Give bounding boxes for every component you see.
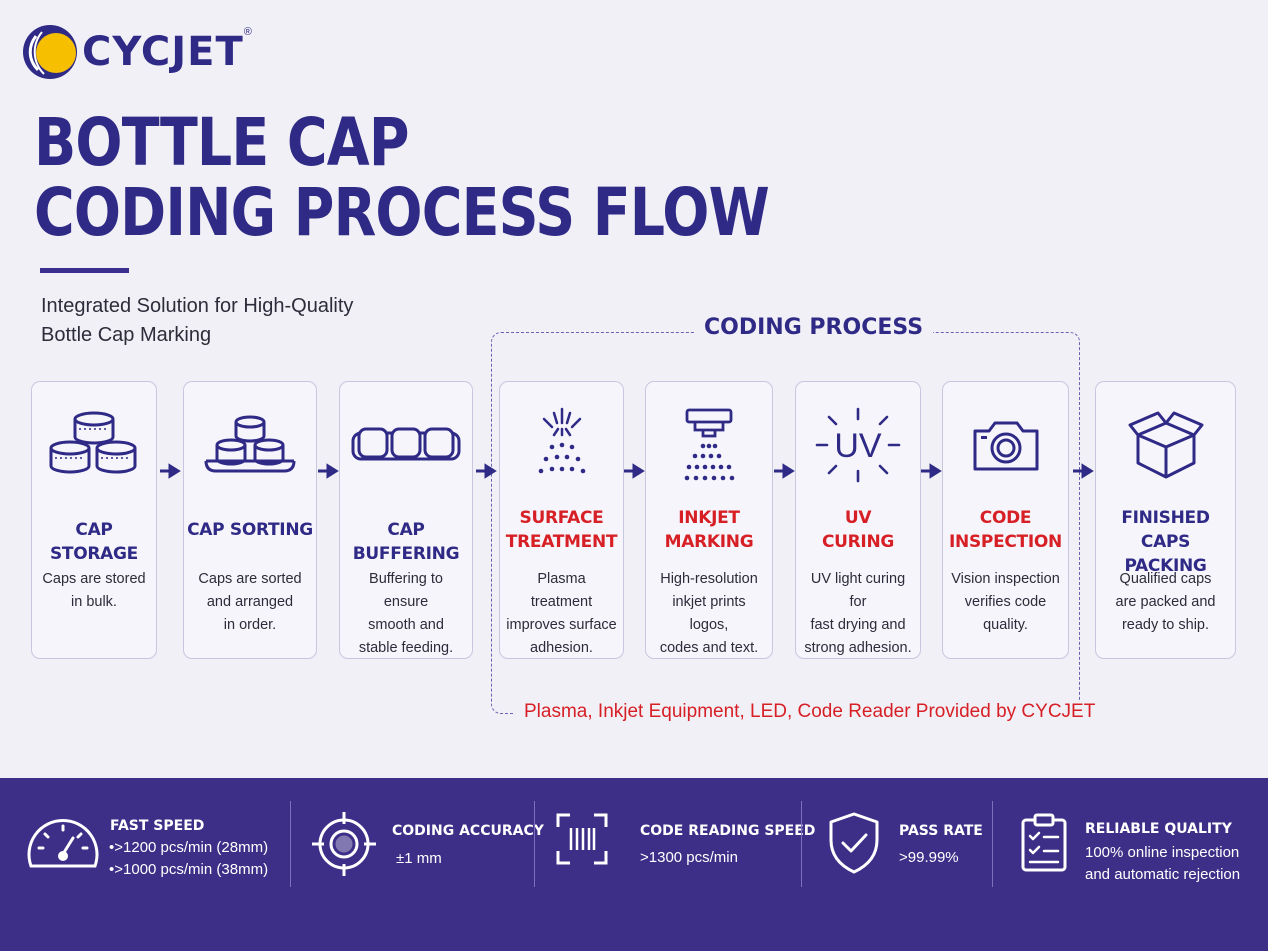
svg-text:UV: UV [834,427,882,465]
stat-divider [992,801,993,887]
barcode-scan-icon [556,813,608,865]
title-underline [40,268,129,273]
stat-title: PASS RATE [899,823,983,839]
stat-title: RELIABLE QUALITY [1085,821,1232,837]
camera-icon [943,404,1068,486]
cycjet-logo-mark-icon [23,25,77,79]
subtitle-line-1: Integrated Solution for High-Quality [41,295,354,317]
stacked-caps-icon [32,404,156,486]
subtitle-line-2: Bottle Cap Marking [41,324,212,346]
step-label: CAP BUFFERING [352,520,460,564]
stat-title: CODING ACCURACY [392,823,544,839]
caps-on-tray-icon [184,404,316,486]
cycjet-logo: CYCJET ® [22,24,252,80]
plasma-spray-icon [500,404,623,486]
page-title-line-1: BOTTLE CAP [34,104,409,181]
step-label: CAP SORTING [187,520,313,540]
flow-arrow [624,463,645,479]
open-box-icon [1096,404,1235,486]
caps-in-row-icon [340,404,472,486]
coding-process-title: CODING PROCESS [694,315,934,340]
stat-title: CODE READING SPEED [640,823,816,839]
stat-title: FAST SPEED [110,818,205,834]
stat-divider [290,801,291,887]
stats-band [0,778,1268,951]
shield-check-icon [829,812,879,874]
page-title-line-2: CODING PROCESS FLOW [34,174,770,251]
coding-process-footer: Plasma, Inkjet Equipment, LED, Code Read… [514,701,1106,723]
flow-arrow [318,463,339,479]
flow-arrow [1073,463,1094,479]
stat-value: ±1 mm [396,850,442,867]
flow-arrow [921,463,942,479]
brand-name: CYCJET [82,29,244,75]
speedometer-icon [27,819,99,868]
uv-light-icon: UV [796,404,920,486]
stat-value: >1300 pcs/min [640,849,738,866]
stat-divider [534,801,535,887]
clipboard-check-icon [1021,813,1067,872]
flow-arrow [160,463,181,479]
page-title: BOTTLE CAP CODING PROCESS FLOW [34,104,770,251]
inkjet-nozzle-icon [646,404,772,486]
crosshair-icon [312,812,376,876]
stat-value: 100% online inspection [1085,844,1240,861]
stat-value: >99.99% [899,849,959,866]
stat-value: •>1200 pcs/min (28mm) [109,839,269,856]
stat-divider [801,801,802,887]
flow-arrow [476,463,497,479]
registered-mark: ® [243,26,252,38]
stat-value: •>1000 pcs/min (38mm) [109,861,269,878]
stat-value: and automatic rejection [1085,866,1241,883]
flow-arrow [774,463,795,479]
subtitle: Integrated Solution for High-Quality Bot… [41,292,353,350]
step-label: CAP STORAGE [49,520,138,564]
